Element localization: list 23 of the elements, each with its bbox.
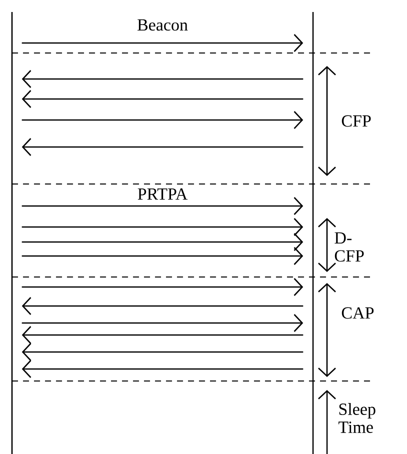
arrow bbox=[22, 70, 304, 88]
arrow bbox=[22, 197, 304, 215]
arrow bbox=[22, 90, 304, 108]
period-label: CFP bbox=[342, 115, 371, 127]
period-label: D-CFP bbox=[334, 232, 364, 262]
arrow bbox=[22, 326, 304, 344]
arrow bbox=[22, 297, 304, 315]
arrow bbox=[22, 360, 304, 378]
arrow bbox=[22, 314, 304, 332]
arrow bbox=[22, 111, 304, 129]
arrow bbox=[22, 278, 304, 296]
edge-label: Beacon bbox=[138, 19, 188, 31]
arrow bbox=[22, 34, 304, 52]
edge-label: PRTPA bbox=[138, 188, 188, 200]
arrow bbox=[22, 343, 304, 361]
arrow bbox=[22, 138, 304, 156]
period-label: CAP bbox=[342, 307, 374, 319]
arrow bbox=[22, 218, 304, 236]
lifeline bbox=[312, 12, 314, 454]
arrow bbox=[22, 247, 304, 265]
arrow bbox=[22, 233, 304, 251]
period-label: Sleep Time bbox=[338, 403, 376, 433]
lifeline bbox=[11, 12, 13, 454]
